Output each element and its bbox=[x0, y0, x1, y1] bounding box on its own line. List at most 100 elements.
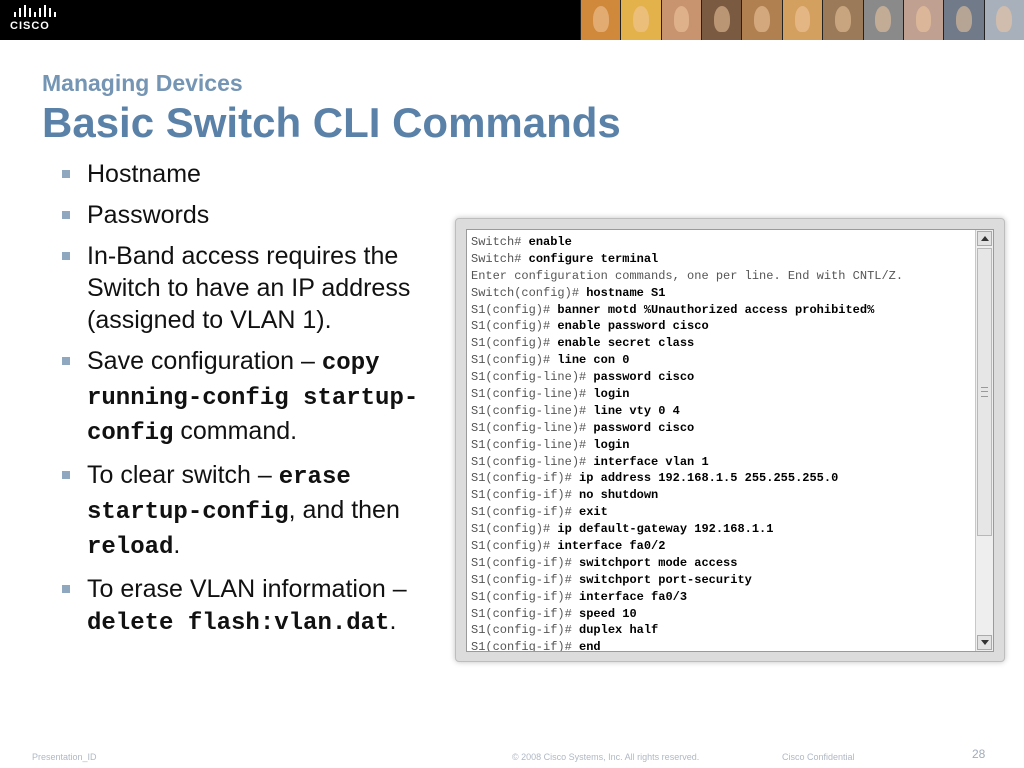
bullet-command: erase startup-config bbox=[87, 464, 351, 526]
cli-command: ip default-gateway 192.168.1.1 bbox=[557, 522, 774, 537]
cli-command: password cisco bbox=[593, 370, 695, 385]
cli-prompt: S1(config-if)# bbox=[471, 623, 572, 638]
cli-prompt: S1(config)# bbox=[471, 539, 551, 554]
cli-line: S1(config-line)# password cisco bbox=[471, 369, 971, 386]
cli-command: hostname S1 bbox=[586, 285, 666, 300]
photo-strip bbox=[580, 0, 1024, 40]
cli-command: enable secret class bbox=[557, 336, 695, 351]
cli-prompt: S1(config-if)# bbox=[471, 640, 572, 652]
header-photo bbox=[781, 0, 823, 40]
cli-line: S1(config)# enable password cisco bbox=[471, 318, 971, 335]
cli-command: exit bbox=[579, 505, 608, 520]
bullet-text: command. bbox=[173, 417, 298, 445]
scroll-up-arrow-icon[interactable] bbox=[977, 231, 992, 246]
cli-command: configure terminal bbox=[528, 251, 659, 266]
scroll-thumb[interactable] bbox=[977, 248, 992, 536]
header-photo bbox=[701, 0, 742, 40]
cli-line: S1(config-if)# exit bbox=[471, 504, 971, 521]
cli-prompt: S1(config-if)# bbox=[471, 555, 572, 570]
header-photo bbox=[862, 0, 903, 40]
cli-prompt: S1(config-line)# bbox=[471, 437, 587, 452]
cli-line: S1(config-if)# end bbox=[471, 639, 971, 652]
bullet-item: Passwords bbox=[60, 199, 440, 231]
bullet-text: . bbox=[173, 531, 181, 559]
bullet-item: To clear switch – erase startup-config, … bbox=[60, 459, 440, 564]
header-photo bbox=[580, 0, 621, 40]
cli-line: S1(config)# banner motd %Unauthorized ac… bbox=[471, 302, 971, 319]
bullet-text: Save configuration – bbox=[87, 347, 322, 375]
cli-prompt: S1(config-if)# bbox=[471, 572, 572, 587]
cli-prompt: S1(config-if)# bbox=[471, 488, 572, 503]
cli-command: login bbox=[593, 387, 630, 402]
cli-command: line vty 0 4 bbox=[593, 403, 680, 418]
cli-line: S1(config-if)# ip address 192.168.1.5 25… bbox=[471, 470, 971, 487]
footer-copyright: © 2008 Cisco Systems, Inc. All rights re… bbox=[512, 752, 700, 762]
bullet-text: , and then bbox=[288, 496, 400, 524]
bullet-command: delete flash:vlan.dat bbox=[87, 610, 390, 637]
cli-line: S1(config-if)# switchport port-security bbox=[471, 572, 971, 589]
header-photo bbox=[822, 0, 863, 40]
scroll-down-arrow-icon[interactable] bbox=[977, 635, 992, 650]
bullet-text: In-Band access requires the Switch to ha… bbox=[87, 242, 411, 334]
header-photo bbox=[741, 0, 782, 40]
cli-command: ip address 192.168.1.5 255.255.255.0 bbox=[579, 471, 839, 486]
header-photo bbox=[943, 0, 984, 40]
cli-command: line con 0 bbox=[557, 353, 630, 368]
header-photo bbox=[660, 0, 702, 40]
cli-line: S1(config-line)# login bbox=[471, 386, 971, 403]
cli-command: interface vlan 1 bbox=[593, 454, 709, 469]
cli-line: S1(config)# line con 0 bbox=[471, 352, 971, 369]
bullet-text: Hostname bbox=[87, 160, 201, 188]
cli-command: banner motd %Unauthorized access prohibi… bbox=[557, 302, 875, 317]
cli-line: S1(config-line)# login bbox=[471, 437, 971, 454]
cli-line: S1(config)# interface fa0/2 bbox=[471, 538, 971, 555]
cli-command: end bbox=[579, 640, 601, 652]
cli-prompt: S1(config-if)# bbox=[471, 471, 572, 486]
bullet-item: To erase VLAN information – delete flash… bbox=[60, 573, 440, 640]
cli-prompt: S1(config-line)# bbox=[471, 454, 587, 469]
header-photo bbox=[983, 0, 1024, 40]
cli-command: duplex half bbox=[579, 623, 659, 638]
cli-prompt: Switch(config)# bbox=[471, 285, 580, 300]
cisco-bars-icon bbox=[14, 5, 70, 17]
bullet-item: Hostname bbox=[60, 158, 440, 190]
cli-line: S1(config-if)# switchport mode access bbox=[471, 555, 971, 572]
cli-line: S1(config-line)# line vty 0 4 bbox=[471, 403, 971, 420]
cli-prompt: S1(config)# bbox=[471, 353, 551, 368]
bullet-command: reload bbox=[87, 534, 174, 561]
slide-subtitle: Managing Devices bbox=[42, 70, 243, 96]
bullet-text: . bbox=[389, 607, 397, 635]
cli-line: S1(config)# ip default-gateway 192.168.1… bbox=[471, 521, 971, 538]
cli-prompt: S1(config-line)# bbox=[471, 420, 587, 435]
cli-prompt: S1(config)# bbox=[471, 319, 551, 334]
cli-line: Switch# enable bbox=[471, 234, 971, 251]
cli-command: password cisco bbox=[593, 420, 695, 435]
cli-command: switchport port-security bbox=[579, 572, 752, 587]
cisco-logo: CISCO bbox=[10, 5, 70, 35]
cli-command: login bbox=[593, 437, 630, 452]
cli-line: S1(config)# enable secret class bbox=[471, 335, 971, 352]
scrollbar[interactable] bbox=[975, 230, 993, 651]
bullet-text: Passwords bbox=[87, 201, 210, 229]
bullet-item: Save configuration – copy running-config… bbox=[60, 345, 440, 450]
cli-prompt: Enter configuration commands, one per li… bbox=[471, 268, 904, 283]
footer-confidential: Cisco Confidential bbox=[782, 752, 855, 762]
bullet-text: To erase VLAN information – bbox=[87, 575, 407, 603]
cli-line: Switch# configure terminal bbox=[471, 251, 971, 268]
footer-presentation-id: Presentation_ID bbox=[32, 752, 97, 762]
cli-prompt: Switch# bbox=[471, 235, 522, 249]
cli-command: enable password cisco bbox=[557, 319, 709, 334]
cli-line: S1(config-if)# duplex half bbox=[471, 622, 971, 639]
cli-prompt: S1(config)# bbox=[471, 522, 551, 537]
cli-prompt: S1(config-line)# bbox=[471, 387, 587, 402]
logo-text: CISCO bbox=[10, 20, 50, 32]
cli-command: switchport mode access bbox=[579, 555, 738, 570]
header-bar: CISCO bbox=[0, 0, 1024, 40]
cli-prompt: S1(config)# bbox=[471, 336, 551, 351]
cli-prompt: S1(config-if)# bbox=[471, 589, 572, 604]
page-number: 28 bbox=[972, 747, 986, 761]
